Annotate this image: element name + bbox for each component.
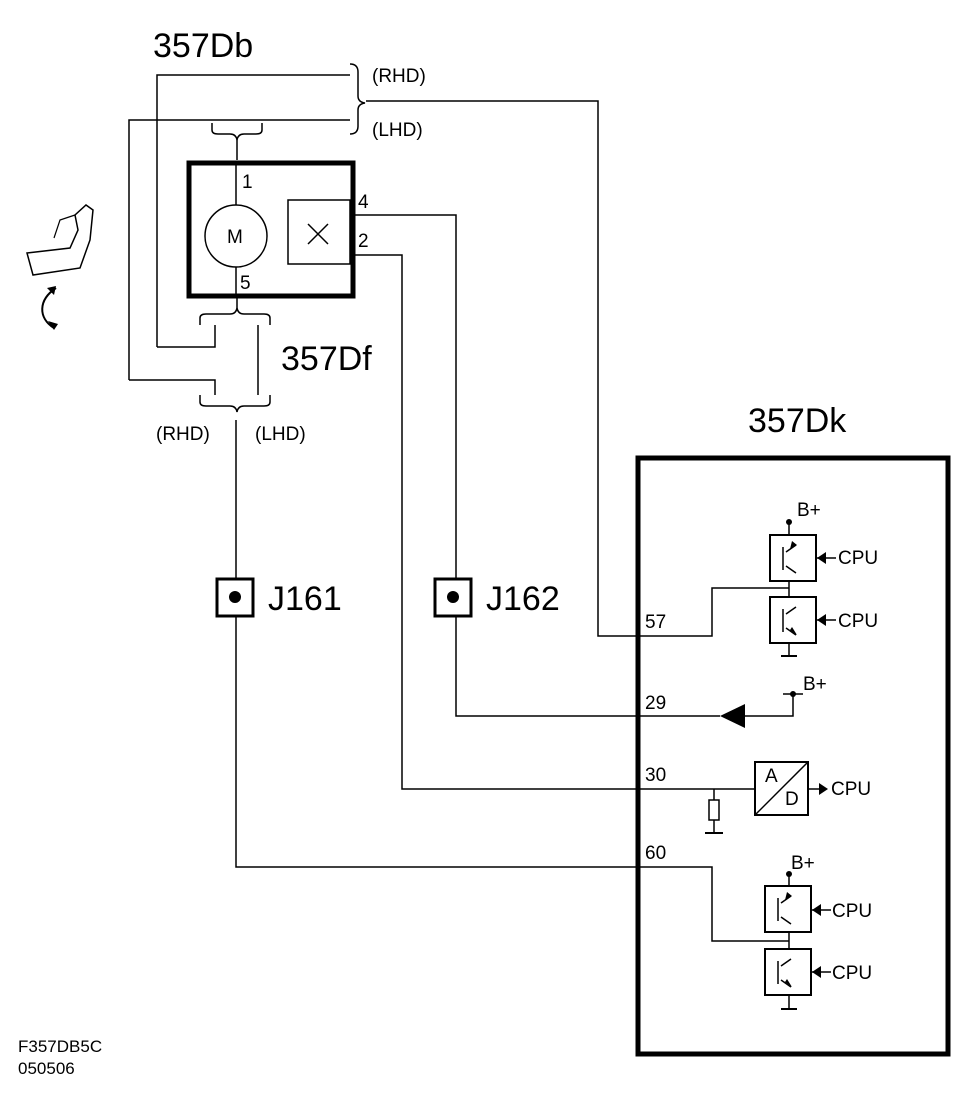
module-pin-29-label: 29 [645,693,666,714]
date-code-label: 050506 [18,1059,75,1078]
switch-pair-lower [764,871,831,1010]
cpu-label-1: CPU [838,548,878,569]
supply-label-3: B+ [791,853,815,874]
junction-j161 [215,577,255,618]
wire-lhd-top [128,119,350,380]
seat-icon [26,204,94,276]
junction-j161-label: J161 [268,580,342,618]
actuator-id-label: 357Db [153,27,253,65]
supply-label-1: B+ [797,500,821,521]
bottom-connector-brace-lower [129,379,271,413]
module-id-label: 357Dk [748,402,847,440]
wire-60 [235,420,789,942]
pin-4-label: 4 [358,192,369,213]
cpu-label-2: CPU [838,611,878,632]
cpu-label-3: CPU [831,779,871,800]
bottom-rhd-label: (RHD) [156,424,210,445]
position-sensor-box [287,199,351,265]
connector-id-label: 357Df [281,340,372,378]
top-rhd-label: (RHD) [372,66,426,87]
cpu-label-4: CPU [832,901,872,922]
adc-a-label: A [765,766,778,787]
bottom-lhd-label: (LHD) [255,424,306,445]
junction-j162-label: J162 [486,580,560,618]
pin-1-label: 1 [242,172,253,193]
module-box [635,455,951,1057]
actuator-box [186,160,356,299]
motor-label: M [227,227,243,248]
ad-converter [705,761,828,834]
tilt-arrow-icon [41,286,58,330]
adc-d-label: D [785,789,799,810]
pin-2-label: 2 [358,231,369,252]
junction-j162 [433,577,473,618]
top-lhd-label: (LHD) [372,120,423,141]
pin-29-supply [720,691,803,728]
pin-5-label: 5 [240,273,251,294]
bottom-connector-brace-upper [157,296,271,395]
wire-29 [366,214,720,717]
module-pin-60-label: 60 [645,843,666,864]
wire-57 [366,100,789,637]
module-pin-57-label: 57 [645,612,666,633]
cpu-label-5: CPU [832,963,872,984]
wire-30 [366,254,755,790]
wire-rhd-to-57 [156,74,350,347]
drawing-code-label: F357DB5C [18,1037,102,1056]
switch-pair-upper [769,519,836,657]
top-connector-brace [211,123,263,160]
top-variant-brace [349,63,366,135]
sensor-cross-icon [307,223,329,245]
module-pin-30-label: 30 [645,765,666,786]
supply-label-2: B+ [803,674,827,695]
